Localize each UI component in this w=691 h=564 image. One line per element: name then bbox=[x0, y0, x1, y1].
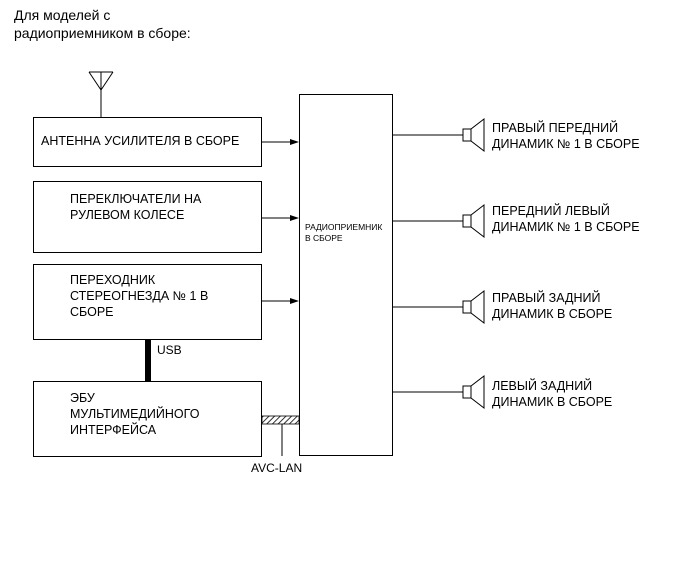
diagram-heading: Для моделей с радиоприемником в сборе: bbox=[14, 6, 191, 42]
speaker-label-rear-left: ЛЕВЫЙ ЗАДНИЙ ДИНАМИК В СБОРЕ bbox=[492, 378, 612, 410]
speaker-label-line-2: ДИНАМИК № 1 В СБОРЕ bbox=[492, 220, 640, 234]
speaker-icon bbox=[462, 117, 485, 153]
multimedia-ecu-label-2: МУЛЬТИМЕДИЙНОГО bbox=[70, 407, 200, 421]
antenna-amplifier-box: АНТЕННА УСИЛИТЕЛЯ В СБОРЕ bbox=[33, 117, 262, 167]
speaker-label-line-2: ДИНАМИК В СБОРЕ bbox=[492, 307, 613, 321]
antenna-icon bbox=[88, 71, 114, 117]
radio-receiver-box: РАДИОПРИЕМНИК В СБОРЕ bbox=[299, 94, 393, 456]
usb-label: USB bbox=[157, 343, 182, 357]
speaker-label-line-2: ДИНАМИК В СБОРЕ bbox=[492, 395, 613, 409]
speaker-label-front-right: ПРАВЫЙ ПЕРЕДНИЙ ДИНАМИК № 1 В СБОРЕ bbox=[492, 120, 640, 152]
avc-lan-label: AVC-LAN bbox=[251, 461, 303, 475]
stereo-jack-adapter-box: ПЕРЕХОДНИК СТЕРЕОГНЕЗДА № 1 В СБОРЕ bbox=[33, 264, 262, 340]
steering-switches-box: ПЕРЕКЛЮЧАТЕЛИ НА РУЛЕВОМ КОЛЕСЕ bbox=[33, 181, 262, 253]
speaker-label-line-1: ПЕРЕДНИЙ ЛЕВЫЙ bbox=[492, 204, 610, 218]
steering-switches-label-2: РУЛЕВОМ КОЛЕСЕ bbox=[70, 208, 185, 222]
adapter-to-radio-arrow bbox=[262, 298, 299, 304]
stereo-jack-adapter-label-1: ПЕРЕХОДНИК bbox=[70, 273, 156, 287]
multimedia-ecu-label-3: ИНТЕРФЕЙСА bbox=[70, 423, 157, 437]
avc-lan-link bbox=[261, 415, 300, 456]
multimedia-ecu-label-1: ЭБУ bbox=[70, 391, 95, 405]
heading-line-2: радиоприемником в сборе: bbox=[14, 25, 191, 41]
radio-receiver-label-2: В СБОРЕ bbox=[305, 233, 343, 243]
stereo-jack-adapter-label-2: СТЕРЕОГНЕЗДА № 1 В bbox=[70, 289, 209, 303]
speaker-icon bbox=[462, 203, 485, 239]
antenna-amplifier-label: АНТЕННА УСИЛИТЕЛЯ В СБОРЕ bbox=[41, 134, 240, 148]
steering-switches-label-1: ПЕРЕКЛЮЧАТЕЛИ НА bbox=[70, 192, 202, 206]
speaker-label-line-1: ПРАВЫЙ ЗАДНИЙ bbox=[492, 291, 601, 305]
antenna-to-radio-arrow bbox=[262, 139, 299, 145]
stereo-jack-adapter-label-3: СБОРЕ bbox=[70, 305, 114, 319]
usb-link bbox=[145, 340, 151, 381]
speaker-label-front-left: ПЕРЕДНИЙ ЛЕВЫЙ ДИНАМИК № 1 В СБОРЕ bbox=[492, 203, 640, 235]
speaker-label-line-2: ДИНАМИК № 1 В СБОРЕ bbox=[492, 137, 640, 151]
speaker-icon bbox=[462, 374, 485, 410]
speaker-label-line-1: ПРАВЫЙ ПЕРЕДНИЙ bbox=[492, 121, 619, 135]
speaker-icon bbox=[462, 289, 485, 325]
heading-line-1: Для моделей с bbox=[14, 7, 111, 23]
speaker-label-line-1: ЛЕВЫЙ ЗАДНИЙ bbox=[492, 379, 593, 393]
radio-receiver-label-1: РАДИОПРИЕМНИК bbox=[305, 222, 383, 232]
speaker-label-rear-right: ПРАВЫЙ ЗАДНИЙ ДИНАМИК В СБОРЕ bbox=[492, 290, 612, 322]
steering-to-radio-arrow bbox=[262, 215, 299, 221]
multimedia-ecu-box: ЭБУ МУЛЬТИМЕДИЙНОГО ИНТЕРФЕЙСА bbox=[33, 381, 262, 457]
